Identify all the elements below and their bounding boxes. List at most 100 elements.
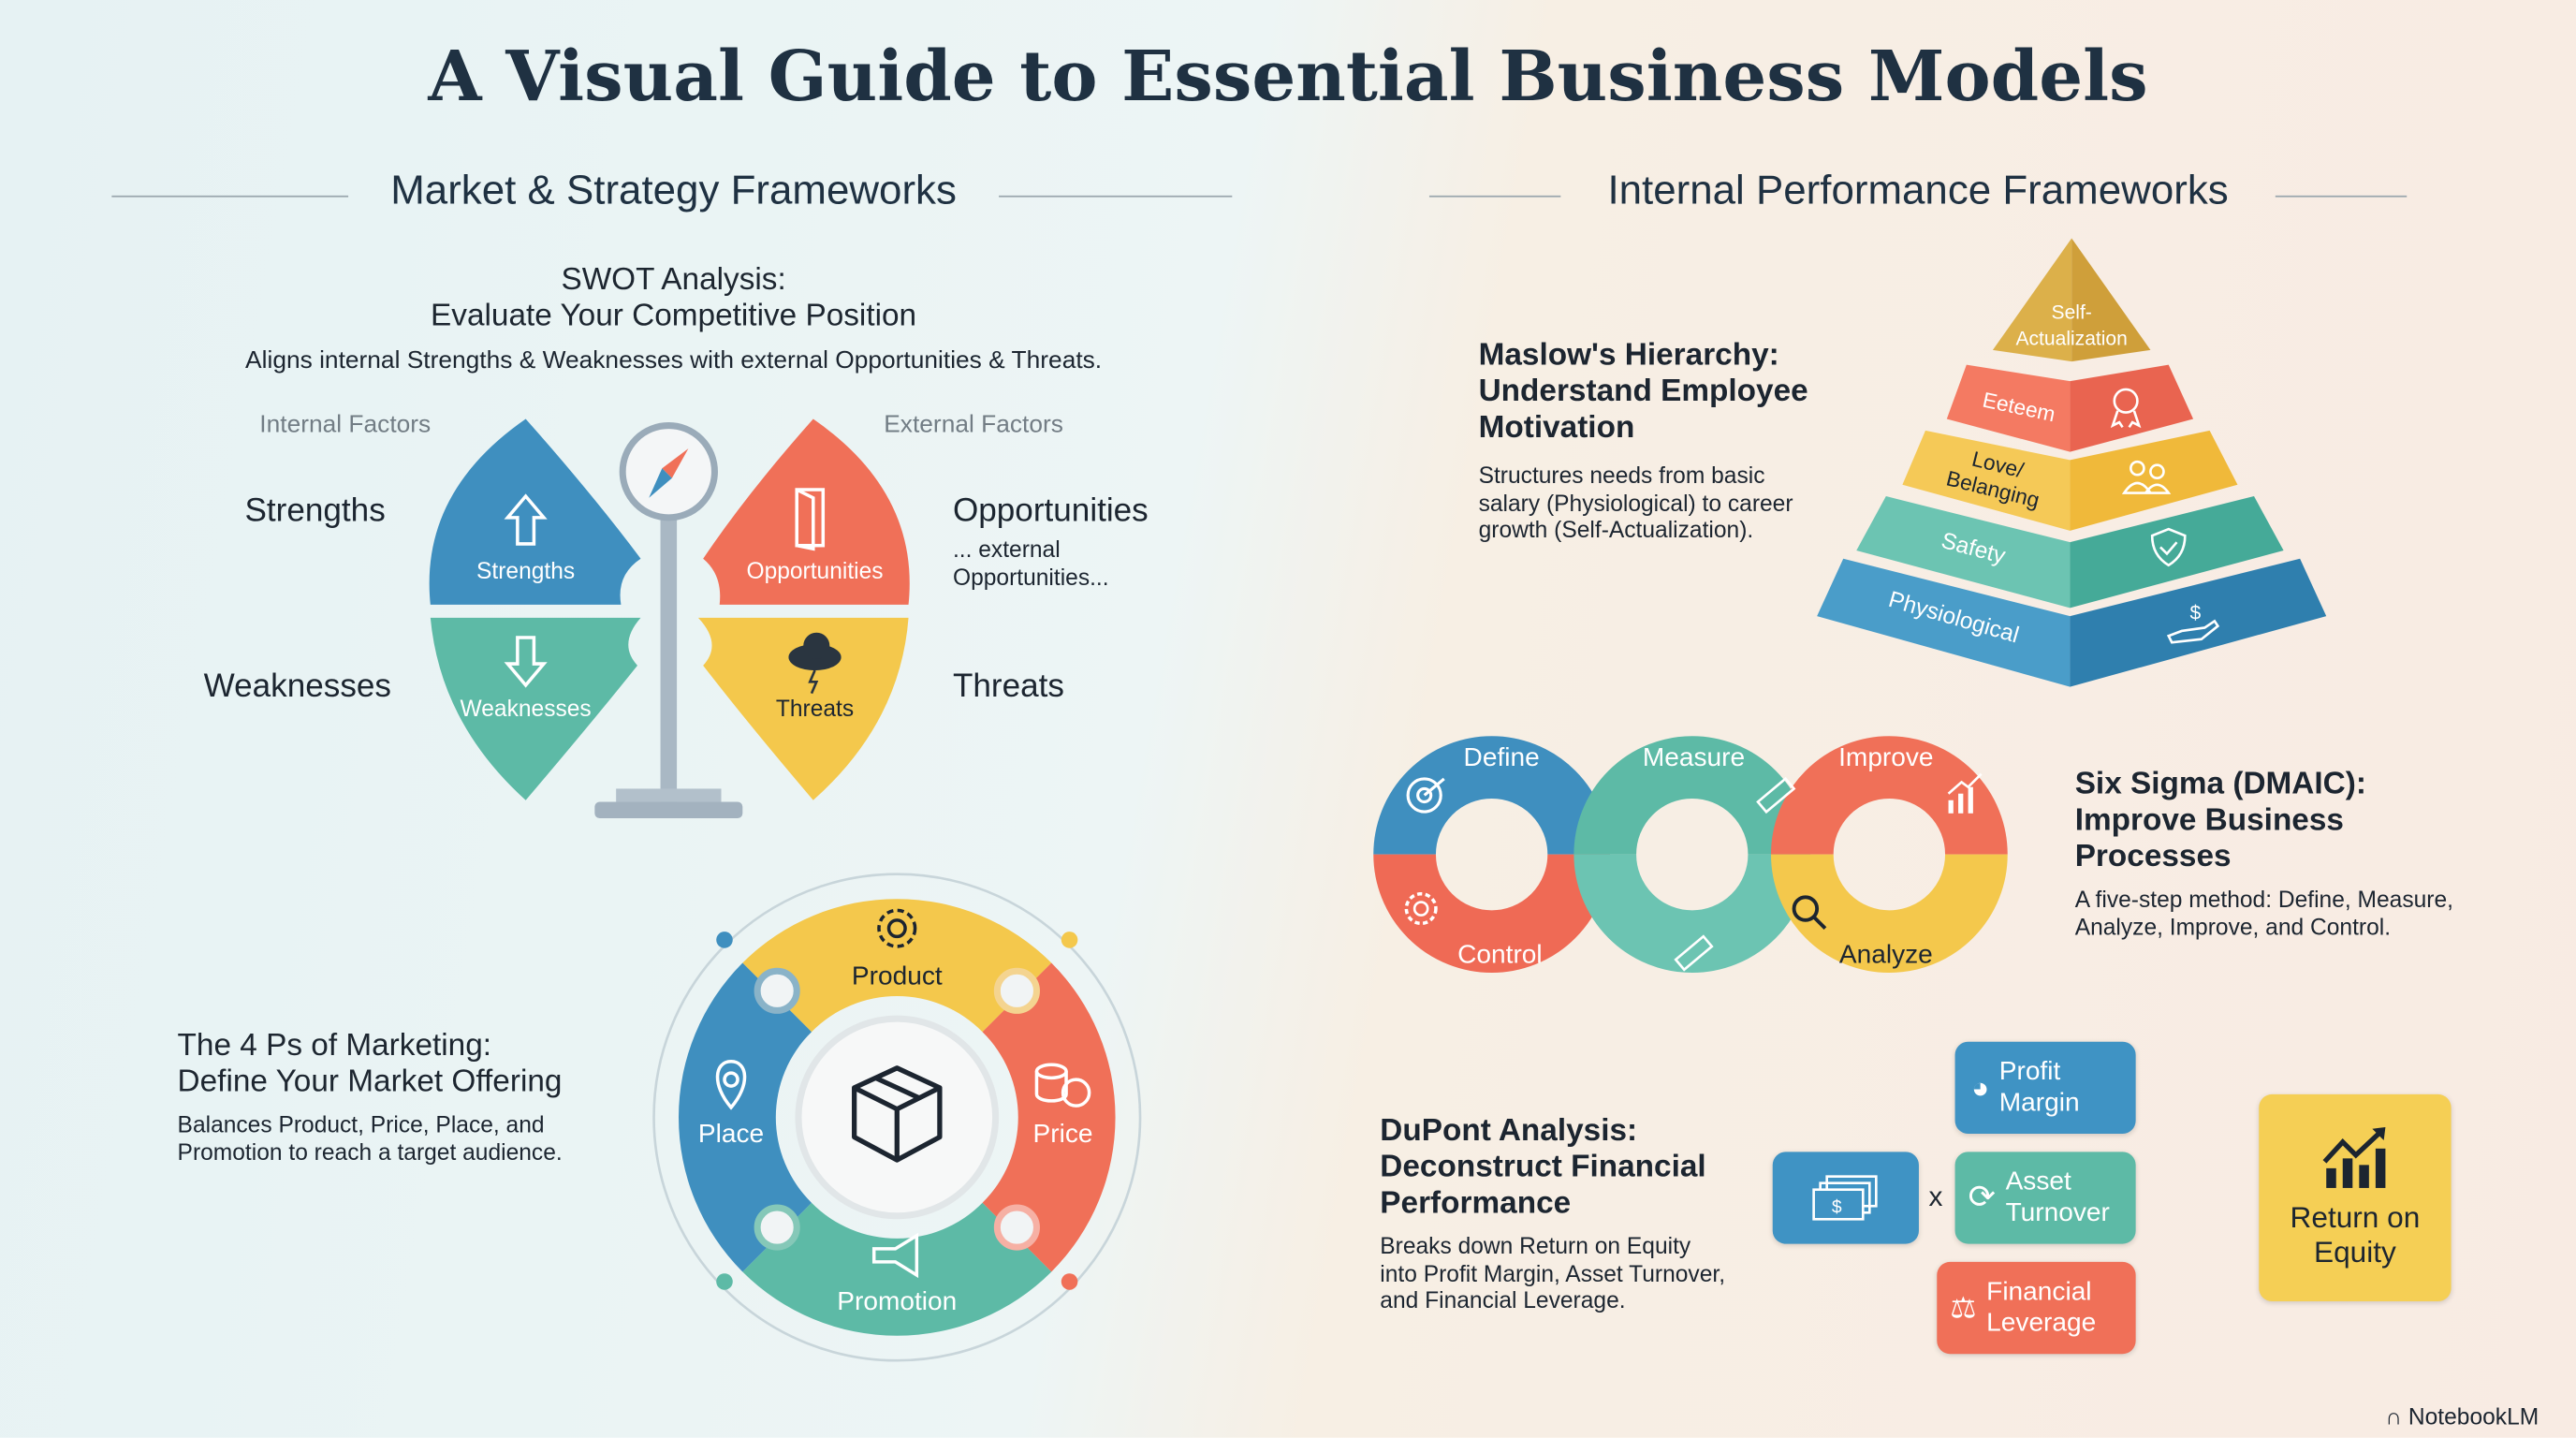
dupont-title-3: Performance <box>1380 1186 1572 1222</box>
refresh-icon: ⟳ <box>1968 1179 1997 1215</box>
multiply-sign: x <box>1928 1181 1943 1213</box>
svg-text:$: $ <box>2190 603 2202 624</box>
maslow-desc-3: growth (Self-Actualization). <box>1478 516 1754 543</box>
four-ps-desc-2: Promotion to reach a target audience. <box>177 1137 563 1165</box>
dupont-desc-3: and Financial Leverage. <box>1380 1286 1626 1313</box>
megaphone-icon <box>871 1232 919 1279</box>
section-title-market: Market & Strategy Frameworks <box>390 168 957 214</box>
measure-segment <box>1573 736 1811 856</box>
four-ps-title-2: Define Your Market Offering <box>177 1064 563 1100</box>
maslow-title-1: Maslow's Hierarchy: <box>1478 338 1779 374</box>
box-icon <box>852 1065 943 1163</box>
measure-lower-segment <box>1573 853 1811 973</box>
door-icon <box>795 488 826 551</box>
internal-factors-label: Internal Factors <box>259 410 432 439</box>
four-ps-desc-1: Balances Product, Price, Place, and <box>177 1110 545 1137</box>
pole-base <box>616 788 722 802</box>
weaknesses-petal <box>430 617 641 800</box>
place-label: Place <box>698 1119 764 1148</box>
sixsigma-desc-1: A five-step method: Define, Measure, <box>2074 885 2453 913</box>
arrow-up-icon <box>504 493 548 546</box>
place-segment <box>679 962 812 1272</box>
hand-coin-icon: ◕ <box>1971 1070 1990 1104</box>
storm-cloud-icon <box>788 632 842 695</box>
measure-label: Measure <box>1643 742 1745 771</box>
strengths-petal-label: Strengths <box>476 559 575 584</box>
seesaw-icon: ⚖ <box>1950 1290 1977 1324</box>
control-label: Control <box>1457 939 1543 968</box>
opportunities-petal <box>697 418 910 605</box>
external-factors-label: External Factors <box>884 410 1063 439</box>
maslow-title-3: Motivation <box>1478 410 1635 446</box>
opportunities-label: Opportunities <box>952 492 1149 530</box>
dupont-desc-2: into Profit Margin, Asset Turnover, <box>1380 1259 1726 1286</box>
promotion-label: Promotion <box>837 1286 957 1315</box>
return-on-equity-box: Return on Equity <box>2259 1093 2452 1302</box>
strengths-petal <box>429 418 641 605</box>
gear-icon <box>1404 892 1438 926</box>
pole-base <box>594 801 743 819</box>
divider <box>2275 195 2408 198</box>
threats-petal <box>697 617 909 800</box>
chart-up-icon <box>1947 772 1983 814</box>
price-label: Price <box>1033 1119 1093 1148</box>
page-title: A Visual Guide to Essential Business Mod… <box>428 36 2148 117</box>
promotion-segment <box>742 1202 1052 1336</box>
notebooklm-brand: ∩ NotebookLM <box>2385 1403 2539 1430</box>
cash-stack-icon: $ <box>1811 1175 1877 1221</box>
ruler-icon <box>1674 776 1796 972</box>
dupont-title-2: Deconstruct Financial <box>1380 1150 1706 1185</box>
sixsigma-title-1: Six Sigma (DMAIC): <box>2074 767 2366 802</box>
gear-icon <box>877 908 917 948</box>
dupont-desc-1: Breaks down Return on Equity <box>1380 1232 1691 1259</box>
award-icon <box>2110 388 2142 429</box>
location-pin-icon <box>715 1060 747 1110</box>
people-icon <box>2121 460 2172 494</box>
threats-petal-label: Threats <box>776 697 854 722</box>
hand-money-icon: $ <box>2166 603 2220 644</box>
asset-turnover-label-1: Asset <box>2005 1167 2071 1196</box>
analyze-label: Analyze <box>1839 939 1933 968</box>
sixsigma-desc-2: Analyze, Improve, and Control. <box>2074 912 2392 940</box>
pole <box>660 430 678 802</box>
compass-icon <box>619 422 718 521</box>
weaknesses-label: Weaknesses <box>203 668 391 705</box>
define-segment <box>1373 736 1610 856</box>
define-label: Define <box>1464 742 1540 771</box>
dmaic-loops <box>1373 736 2008 973</box>
divider <box>1428 195 1561 198</box>
dupont-title-1: DuPont Analysis: <box>1380 1113 1638 1149</box>
asset-turnover-label-2: Turnover <box>2005 1199 2110 1228</box>
weaknesses-petal-label: Weaknesses <box>461 697 592 722</box>
maslow-pyramid: Self- Actualization Eeteem Love/ Belangi… <box>1817 238 2327 687</box>
financial-leverage-label-2: Leverage <box>1986 1309 2097 1338</box>
swot-title: SWOT Analysis: Evaluate Your Competitive… <box>246 263 1101 335</box>
opp-note-line2: Opportunities... <box>952 563 1109 590</box>
analyze-segment <box>1770 853 2008 973</box>
product-segment <box>742 899 1052 1033</box>
sixsigma-title-3: Processes <box>2074 839 2232 874</box>
financial-leverage-label-1: Financial <box>1986 1278 2092 1307</box>
level-self-actualization: Self- <box>2052 301 2092 323</box>
swot-description: Aligns internal Strengths & Weaknesses w… <box>245 346 1103 375</box>
svg-text:$: $ <box>1831 1197 1841 1217</box>
opportunities-note: ... external Opportunities... <box>953 536 1109 590</box>
brand-name: NotebookLM <box>2408 1402 2539 1430</box>
profit-margin-label-2: Margin <box>1998 1089 2080 1118</box>
growth-chart-icon <box>2321 1126 2385 1188</box>
roe-label-1: Return on <box>2290 1200 2421 1235</box>
arrow-down-icon <box>504 636 548 688</box>
divider <box>111 195 349 198</box>
maslow-title-2: Understand Employee <box>1478 374 1808 410</box>
improve-segment <box>1770 736 2008 856</box>
roe-label-2: Equity <box>2314 1235 2396 1269</box>
maslow-desc-1: Structures needs from basic <box>1478 462 1765 489</box>
sixsigma-text: Six Sigma (DMAIC): Improve Business Proc… <box>2075 768 2453 940</box>
maslow-text: Maslow's Hierarchy: Understand Employee … <box>1479 339 1808 544</box>
dupont-text: DuPont Analysis: Deconstruct Financial P… <box>1380 1114 1725 1313</box>
cash-box: $ <box>1772 1152 1919 1244</box>
four-ps-diagram: Product Price Place Promotion <box>652 873 1142 1362</box>
swot-title-line1: SWOT Analysis: <box>561 262 786 298</box>
profit-margin-label-1: Profit <box>1998 1058 2061 1087</box>
